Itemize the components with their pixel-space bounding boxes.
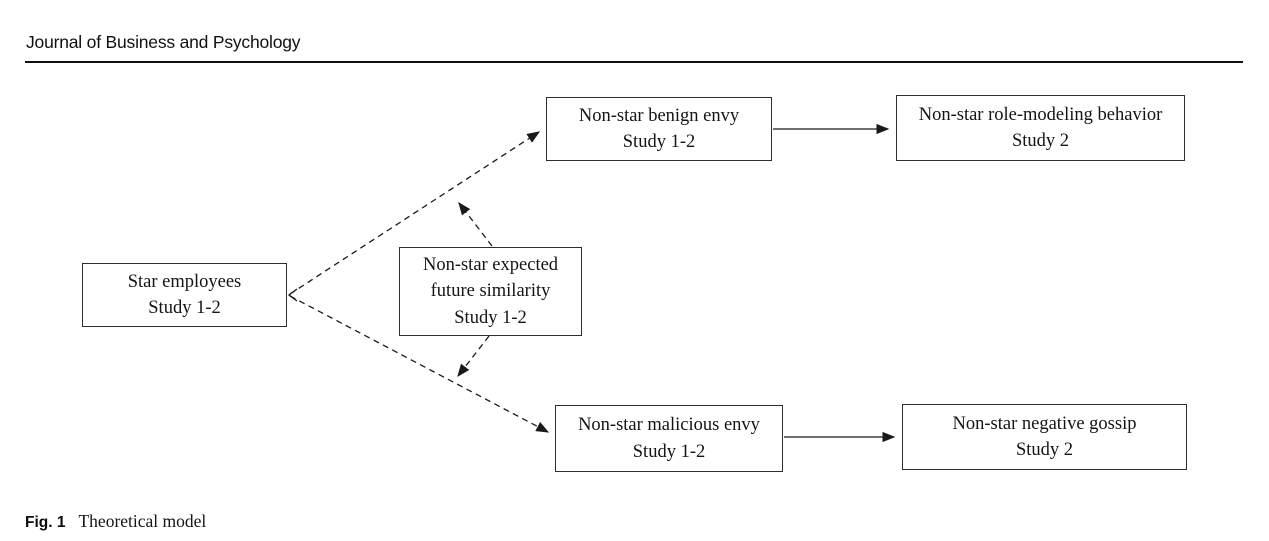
node-label: Non-star role-modeling behavior — [918, 104, 1163, 125]
header-divider-rule — [25, 61, 1243, 64]
node-study-label: Study 2 — [1015, 440, 1074, 460]
figure-caption: Fig. 1 Theoretical model — [25, 511, 206, 532]
edge-moderator-to-upper-path-arrow — [458, 201, 493, 247]
node-study-label: Study 1-2 — [148, 298, 221, 318]
node-benign-envy: Non-star benign envy Study 1-2 — [546, 97, 772, 161]
edge-convergence-chevron — [287, 288, 298, 302]
node-study-label: Study 2 — [1011, 131, 1070, 151]
edge-moderator-to-lower-path-arrow — [457, 335, 490, 378]
node-star-employees: Star employees Study 1-2 — [82, 263, 287, 327]
node-role-modeling-behavior: Non-star role-modeling behavior Study 2 — [896, 95, 1185, 161]
node-label: Star employees — [127, 271, 242, 292]
figure-caption-title: Theoretical model — [78, 511, 207, 531]
node-study-label: Study 1-2 — [622, 132, 696, 152]
node-negative-gossip: Non-star negative gossip Study 2 — [902, 404, 1187, 470]
node-expected-future-similarity: Non-star expected future similarity Stud… — [399, 247, 582, 336]
node-label: Non-star benign envy — [578, 105, 740, 126]
node-label: Non-star expected future similarity — [422, 254, 559, 302]
node-study-label: Study 1-2 — [632, 441, 706, 462]
node-label: Non-star negative gossip — [952, 413, 1137, 434]
figure-caption-label: Fig. 1 — [25, 514, 66, 531]
node-label: Non-star malicious envy — [578, 415, 760, 435]
node-study-label: Study 1-2 — [454, 307, 527, 328]
node-malicious-envy: Non-star malicious envy Study 1-2 — [555, 405, 783, 472]
journal-title: Journal of Business and Psychology — [26, 32, 301, 52]
